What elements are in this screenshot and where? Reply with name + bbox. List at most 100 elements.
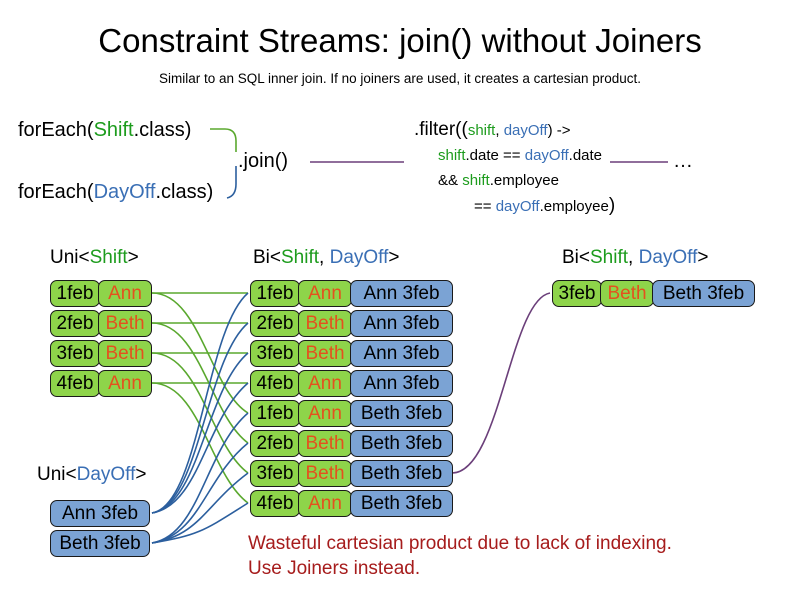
foreach-shift-call: forEach( [18,119,94,141]
filter-line-2: shift.date == dayOff.date [414,143,615,168]
fact-shift-employee: Ann [98,370,152,397]
filter-line-1: .filter((shift, dayOff) -> [414,117,615,143]
fact-dayoff: Ann 3feb [350,370,453,397]
bi-middle-column: 1feb Ann Ann 3feb 2feb Beth Ann 3feb 3fe… [250,280,453,520]
warning-note: Wasteful cartesian product due to lack o… [248,531,672,581]
fact-dayoff: Beth 3feb [350,490,453,517]
fact-shift-date: 1feb [250,280,300,307]
fact-shift-date: 1feb [50,280,100,307]
fact-shift-date: 4feb [250,370,300,397]
tuple-row: 1feb Ann [50,280,152,307]
filter-param-dayoff: dayOff [503,122,548,139]
filter-head: .filter(( [414,119,468,140]
code-foreach-shift: forEach(Shift.class) [18,117,191,143]
bi-right-comma: , [628,247,639,268]
fact-dayoff: Ann 3feb [350,310,453,337]
fact-dayoff: Ann 3feb [350,340,453,367]
fact-shift-employee: Beth [298,460,352,487]
fact-dayoff: Beth 3feb [50,530,150,557]
fact-shift-employee: Beth [298,340,352,367]
tuple-row: 3feb Beth Ann 3feb [250,340,453,367]
uni-dayoff-column: Ann 3feb Beth 3feb [50,500,150,560]
filter-arrow: ) -> [547,122,571,139]
fact-shift-employee: Ann [298,400,352,427]
tuple-row: 4feb Ann Beth 3feb [250,490,453,517]
fact-shift-date: 4feb [250,490,300,517]
filter-l3-shift: shift [462,172,490,189]
fact-shift-employee: Ann [298,280,352,307]
tuple-row: 1feb Ann Beth 3feb [250,400,453,427]
fact-dayoff: Beth 3feb [350,400,453,427]
slide-title: Constraint Streams: join() without Joine… [98,22,702,59]
warning-line-2: Use Joiners instead. [248,558,421,579]
bi-right-prefix: Bi< [562,247,590,268]
label-uni-shift: Uni<Shift> [50,246,139,270]
tuple-row: 2feb Beth Ann 3feb [250,310,453,337]
fact-dayoff: Ann 3feb [50,500,150,527]
filter-l4-dayoff: dayOff [495,198,540,215]
uni-shift-column: 1feb Ann 2feb Beth 3feb Beth 4feb Ann [50,280,152,400]
bi-middle-comma: , [319,247,330,268]
uni-shift-type: Shift [89,247,128,268]
foreach-shift-tail: .class) [133,119,192,141]
filter-l2-dayoff: dayOff [524,147,569,164]
filter-l4-tail: .employee [539,198,609,215]
fact-shift-employee: Beth [600,280,654,307]
uni-dayoff-suffix: > [135,464,147,485]
bi-right-suffix: > [697,247,709,268]
code-join-call: .join() [238,150,289,172]
bi-middle-suffix: > [388,247,400,268]
tuple-row: 1feb Ann Ann 3feb [250,280,453,307]
fact-dayoff: Beth 3feb [652,280,755,307]
filter-l2-shift: shift [438,147,466,164]
label-uni-dayoff: Uni<DayOff> [37,463,147,487]
filter-line-4: == dayOff.employee) [414,193,615,219]
uni-dayoff-prefix: Uni< [37,464,77,485]
filter-param-comma: , [495,122,504,139]
filter-param-shift: shift [467,122,496,139]
fact-shift-employee: Beth [298,310,352,337]
label-bi-right: Bi<Shift, DayOff> [562,246,708,270]
tuple-row: 3feb Beth Beth 3feb [552,280,755,307]
fact-dayoff: Beth 3feb [350,460,453,487]
bi-right-shift: Shift [590,247,629,268]
filter-l2-mid: .date == [465,147,525,164]
tuple-row: 2feb Beth Beth 3feb [250,430,453,457]
tuple-row: 2feb Beth [50,310,152,337]
fact-shift-employee: Beth [98,310,152,337]
uni-shift-prefix: Uni< [50,247,90,268]
foreach-shift-type: Shift [93,119,134,141]
pipeline-ellipsis: … [673,150,694,172]
bi-middle-dayoff: DayOff [329,247,389,268]
tuple-row: Beth 3feb [50,530,150,557]
tuple-row: 3feb Beth Beth 3feb [250,460,453,487]
fact-shift-date: 3feb [50,340,100,367]
fact-dayoff: Beth 3feb [350,430,453,457]
tuple-row: 4feb Ann [50,370,152,397]
fact-shift-date: 2feb [50,310,100,337]
fact-shift-date: 2feb [250,310,300,337]
fact-shift-employee: Beth [98,340,152,367]
fact-shift-employee: Ann [98,280,152,307]
fact-shift-employee: Beth [298,430,352,457]
filter-l2-tail: .date [568,147,603,164]
slide-subtitle: Similar to an SQL inner join. If no join… [159,71,641,86]
filter-line-3: && shift.employee [414,168,615,193]
tuple-row: 4feb Ann Ann 3feb [250,370,453,397]
bi-middle-prefix: Bi< [253,247,281,268]
filter-l4-head: == [474,198,496,215]
tuple-row: 3feb Beth [50,340,152,367]
foreach-dayoff-call: forEach( [18,181,94,203]
bi-right-dayoff: DayOff [638,247,698,268]
foreach-dayoff-tail: .class) [155,181,214,203]
foreach-dayoff-type: DayOff [93,181,156,203]
fact-dayoff: Ann 3feb [350,280,453,307]
fact-shift-employee: Ann [298,490,352,517]
bi-right-column: 3feb Beth Beth 3feb [552,280,755,307]
code-filter-block: .filter((shift, dayOff) -> shift.date ==… [414,117,615,219]
warning-line-1: Wasteful cartesian product due to lack o… [248,533,672,554]
label-bi-middle: Bi<Shift, DayOff> [253,246,399,270]
filter-l4-paren: ) [608,195,616,216]
fact-shift-date: 3feb [250,460,300,487]
bi-middle-shift: Shift [281,247,320,268]
